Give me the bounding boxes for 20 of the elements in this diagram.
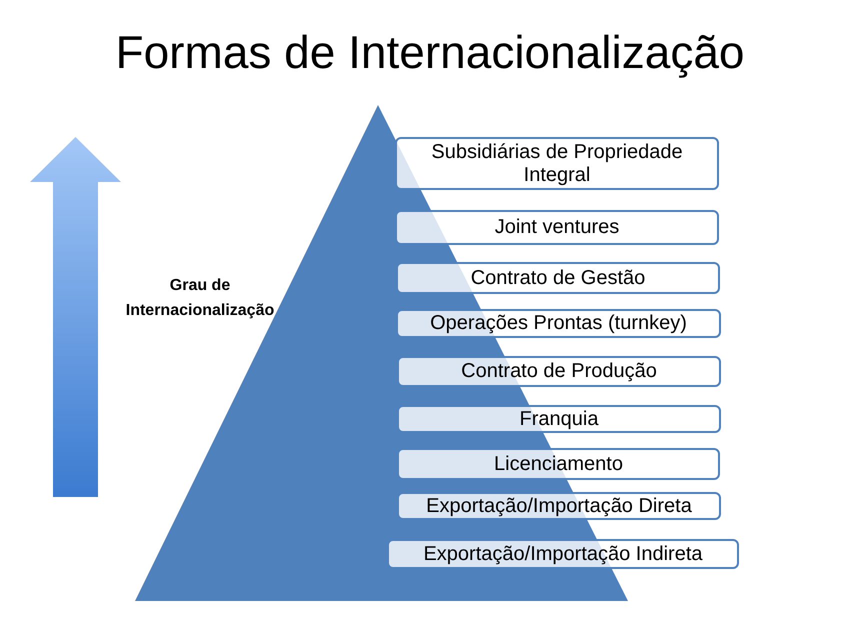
- level-box: [397, 492, 721, 520]
- level-box: [387, 539, 739, 569]
- level-label: Operações Prontas (turnkey): [430, 312, 687, 335]
- level-box: [397, 448, 720, 480]
- level-box: [396, 262, 720, 294]
- level-box: [395, 137, 719, 190]
- level-label: Contrato de Gestão: [470, 266, 646, 290]
- level-label: Exportação/Importação Indireta: [423, 542, 703, 566]
- level-label: Franquia: [520, 408, 598, 430]
- axis-label: Grau de Internacionalização: [124, 276, 276, 321]
- level-label: Subsidiárias de Propriedade Integral: [430, 140, 684, 186]
- title: Formas de Internacionalização: [116, 26, 744, 79]
- level-box: [397, 356, 721, 387]
- level-box: [396, 309, 721, 338]
- level-box: [395, 210, 719, 245]
- level-label: Exportação/Importação Direta: [426, 494, 692, 518]
- level-label: Licenciamento: [494, 452, 623, 476]
- level-box: [397, 405, 721, 433]
- level-label: Contrato de Produção: [461, 360, 657, 383]
- level-label: Joint ventures: [494, 216, 620, 239]
